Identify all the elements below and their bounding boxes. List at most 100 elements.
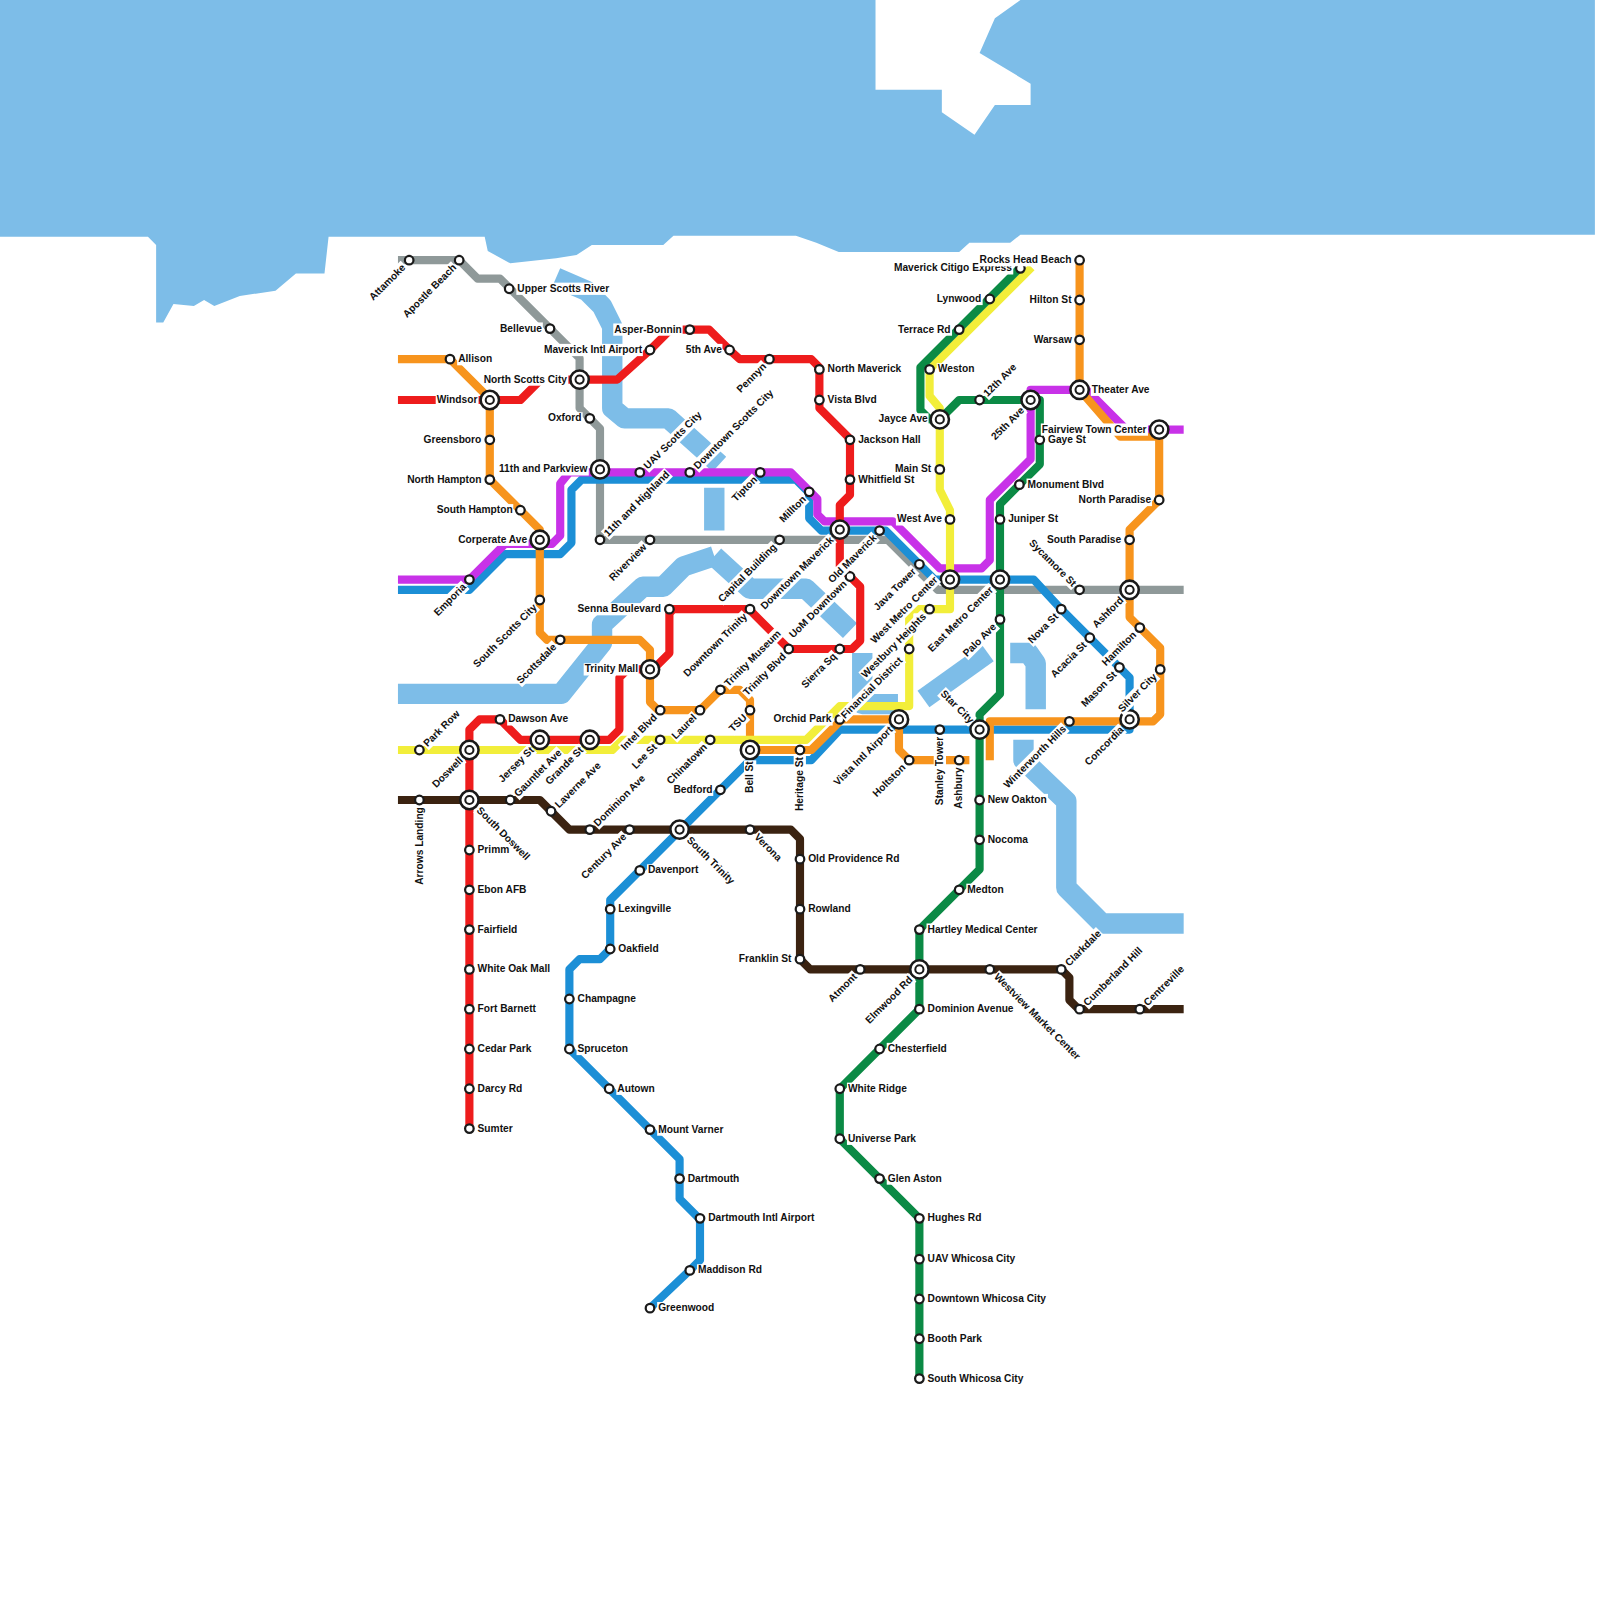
station-dot (986, 295, 995, 304)
orange-line (398, 359, 969, 760)
station-ring (636, 866, 645, 875)
station-ring (836, 1134, 845, 1143)
interchange-symbol (641, 660, 659, 678)
station-ring (846, 572, 855, 581)
station-dot (606, 945, 615, 954)
station-dot (536, 596, 545, 605)
station-dot (1075, 336, 1084, 345)
station-label: Fairfield (477, 923, 519, 935)
station-label: Asper-Bonnin (613, 323, 682, 335)
station-dot (1057, 965, 1066, 974)
station-ring (1156, 665, 1165, 674)
station-label: Senna Boulevard (577, 603, 662, 615)
station-label: Hamilton (1098, 628, 1139, 669)
interchange-ring (1021, 391, 1039, 409)
station-ring (675, 1174, 684, 1183)
station-label: Scottsdale (513, 640, 560, 687)
station-label: Dartmouth Intl Airport (707, 1212, 815, 1224)
interchange-symbol (991, 570, 1009, 588)
station-dot (605, 1084, 614, 1093)
station-dot (915, 1295, 924, 1304)
station-ring (1075, 336, 1084, 345)
interchange-core (486, 396, 494, 404)
station-label: Terrace Rd (897, 323, 952, 335)
interchange-core (996, 576, 1004, 584)
station-dot (836, 1084, 845, 1093)
station-ring (915, 925, 924, 934)
station-dot (1075, 296, 1084, 305)
station-ring (505, 284, 514, 293)
interchange-core (976, 726, 984, 734)
interchange-symbol (1070, 381, 1088, 399)
interchange-core (936, 415, 944, 423)
station-label: Millton (776, 492, 809, 525)
station-dot (486, 436, 495, 445)
station-ring (1136, 623, 1145, 632)
station-label: Verona (750, 830, 784, 864)
station-ring (905, 756, 914, 765)
station-dot (706, 736, 715, 745)
station-label: UAV Whicosa City (927, 1253, 1017, 1265)
station-dot (565, 1045, 574, 1054)
station-ring (646, 536, 655, 545)
station-ring (836, 1084, 845, 1093)
station-label: Park Row (420, 707, 463, 750)
station-ring (516, 506, 525, 515)
interchange-core (746, 746, 754, 754)
station-dot (915, 1255, 924, 1264)
station-label: North Maverick (827, 363, 903, 375)
river (1023, 740, 1183, 924)
station-ring (506, 796, 515, 805)
station-ring (605, 1084, 614, 1093)
station-label: Cumberland Hill (1080, 943, 1145, 1008)
interchange-core (895, 715, 903, 723)
station-label: Holtston (869, 760, 908, 799)
station-dot (716, 686, 725, 695)
station-dot (936, 465, 945, 474)
station-ring (646, 346, 655, 355)
interchange-core (576, 376, 584, 384)
station-dot (465, 575, 474, 584)
purple-line (398, 390, 1184, 580)
station-ring (1125, 536, 1134, 545)
interchange-core (596, 465, 604, 473)
interchange-ring (991, 570, 1009, 588)
station-label: Silver City (1114, 670, 1159, 715)
station-dot (1075, 256, 1084, 265)
station-ring (796, 746, 805, 755)
station-label: Arrows Landing (413, 806, 425, 886)
station-label: Bedford (672, 784, 713, 796)
station-ring (986, 965, 995, 974)
station-label: Hughes Rd (927, 1212, 983, 1224)
interchange-ring (481, 391, 499, 409)
station-dot (656, 706, 665, 715)
station-label: Star City (937, 686, 977, 726)
station-label: Hartley Medical Center (927, 923, 1039, 935)
station-dot (796, 855, 805, 864)
station-ring (725, 346, 734, 355)
station-label: South Hampton (436, 504, 514, 516)
interchange-ring (591, 460, 609, 478)
interchange-ring (460, 741, 478, 759)
station-ring (905, 645, 914, 654)
station-label: Davenport (647, 864, 700, 876)
station-dot (1136, 1005, 1145, 1014)
interchange-symbol (831, 520, 849, 538)
station-dot (875, 1045, 884, 1054)
interchange-ring (581, 731, 599, 749)
station-label: Laurel (668, 710, 700, 742)
station-ring (996, 615, 1005, 624)
interchange-ring (941, 570, 959, 588)
station-ring (1057, 965, 1066, 974)
interchange-core (1076, 386, 1084, 394)
station-label: Champagne (577, 993, 637, 1005)
station-ring (955, 756, 964, 765)
station-dot (925, 365, 934, 374)
station-dot (784, 645, 793, 654)
station-ring (746, 825, 755, 834)
station-label: White Ridge (847, 1083, 908, 1095)
station-ring (465, 1005, 474, 1014)
station-label: Ebon AFB (477, 884, 528, 896)
station-dot (915, 1005, 924, 1014)
